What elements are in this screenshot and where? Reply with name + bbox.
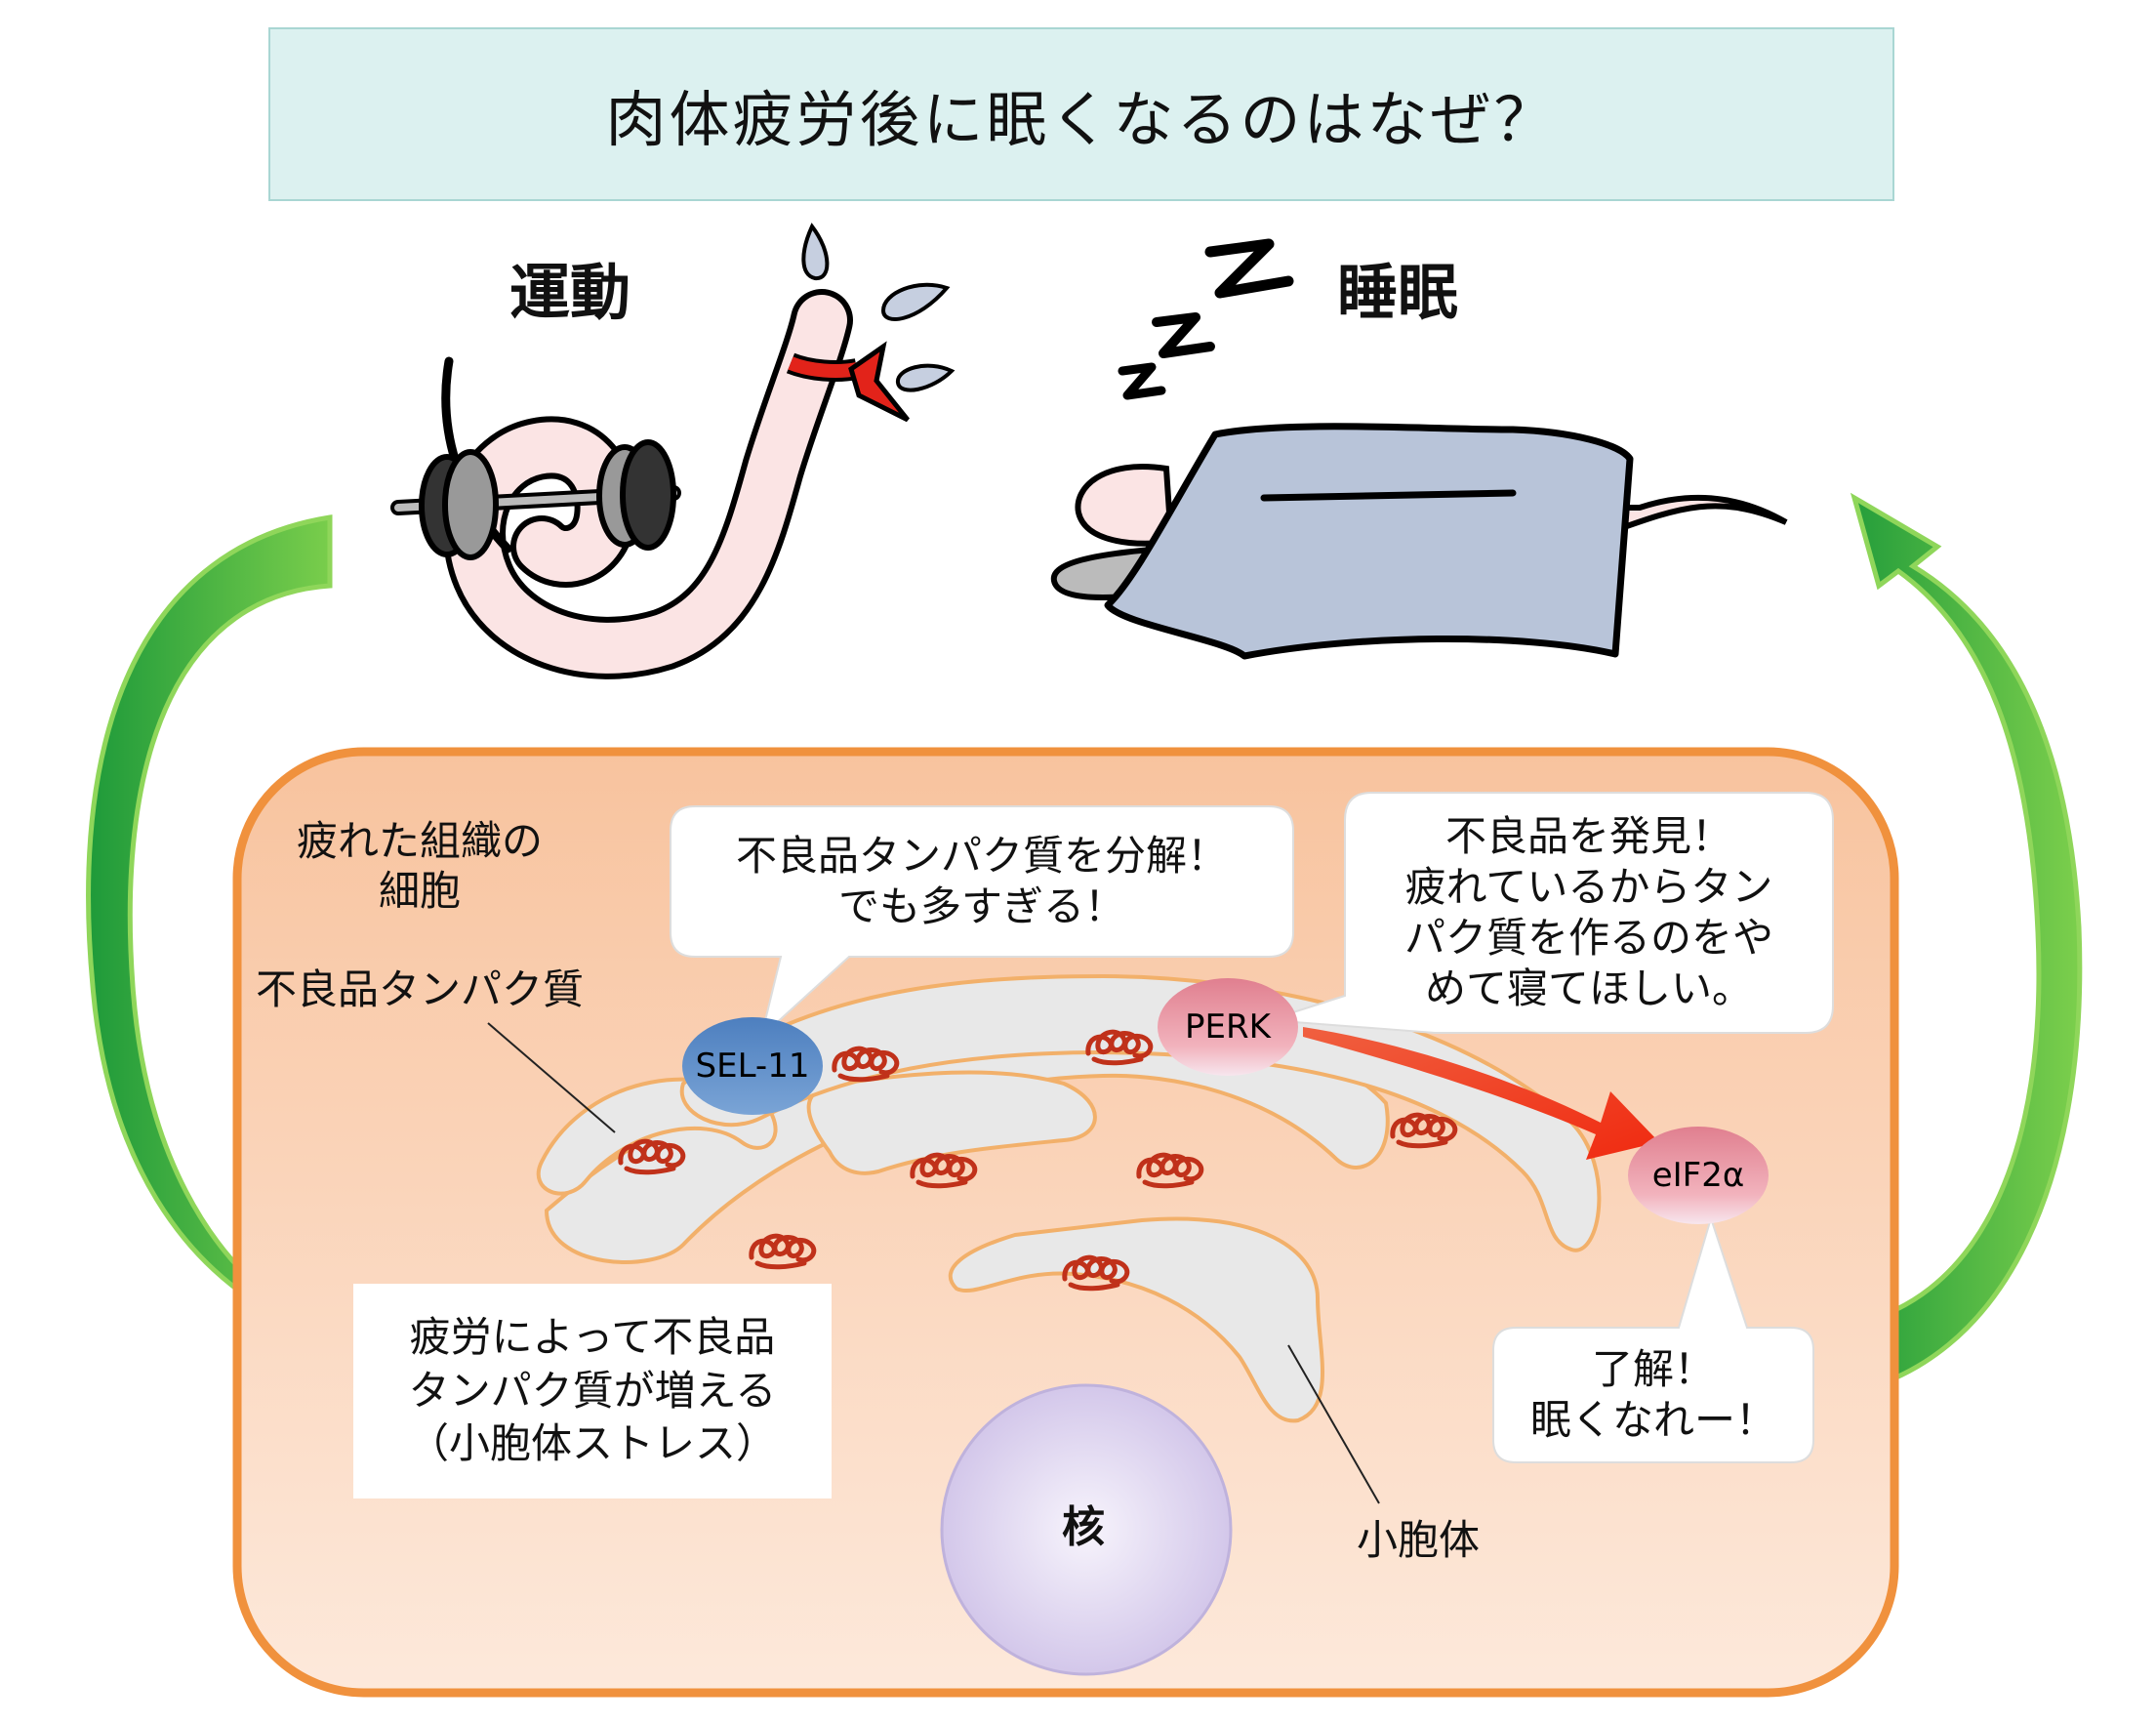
cell-label: 疲れた組織の 細胞 (296, 817, 543, 916)
eif2a-bubble-text: 了解！ 眠くなれー！ (1529, 1344, 1776, 1444)
sel11-speech-bubble (670, 805, 1294, 1040)
sleep-z-icon (1204, 238, 1294, 299)
sel11-molecule (682, 1017, 823, 1115)
nucleus (940, 1383, 1233, 1676)
exercising-worm (390, 223, 956, 679)
misfolded-protein-label: 不良品タンパク質 (256, 965, 585, 1013)
sleep-z-icon (1118, 362, 1166, 400)
perk-bubble-text: 不良品を発見！ 疲れているからタン パク質を作るのをや めて寝てほしい。 (1403, 811, 1773, 1013)
sweat-drop-icon (896, 363, 956, 392)
title-banner: 肉体疲労後に眠くなるのはなぜ？ (268, 27, 1894, 201)
sweat-drop-icon (880, 282, 951, 321)
sleep-z-icon (1152, 312, 1215, 358)
misfolded-leader-line (487, 1022, 616, 1133)
eif2a-speech-bubble (1492, 1214, 1814, 1463)
sel11-label: SEL-11 (695, 1047, 810, 1086)
sleeping-worm (1050, 238, 1788, 660)
sel11-bubble-text: 不良品タンパク質を分解！ でも多すぎる！ (735, 831, 1228, 930)
cycle-arrow-right (1832, 492, 2083, 1399)
sleep-label: 睡眠 (1337, 257, 1459, 328)
stress-note-box: 疲労によって不良品 タンパク質が増える （小胞体ストレス） (353, 1284, 832, 1498)
sweat-drop-icon (801, 223, 830, 280)
perk-label: PERK (1185, 1007, 1271, 1047)
perk-molecule (1158, 978, 1298, 1076)
page-title: 肉体疲労後に眠くなるのはなぜ？ (605, 84, 1558, 155)
eif2a-label: eIF2α (1651, 1156, 1745, 1195)
dumbbell-icon (390, 439, 681, 560)
nucleus-label: 核 (1062, 1502, 1105, 1552)
signal-arrow (1303, 1027, 1659, 1160)
exercise-label: 運動 (509, 257, 631, 328)
er-label: 小胞体 (1357, 1516, 1481, 1564)
eif2a-molecule (1628, 1127, 1769, 1224)
perk-speech-bubble (1268, 792, 1834, 1034)
er-leader-line (1287, 1344, 1380, 1504)
headband-icon (786, 341, 910, 423)
